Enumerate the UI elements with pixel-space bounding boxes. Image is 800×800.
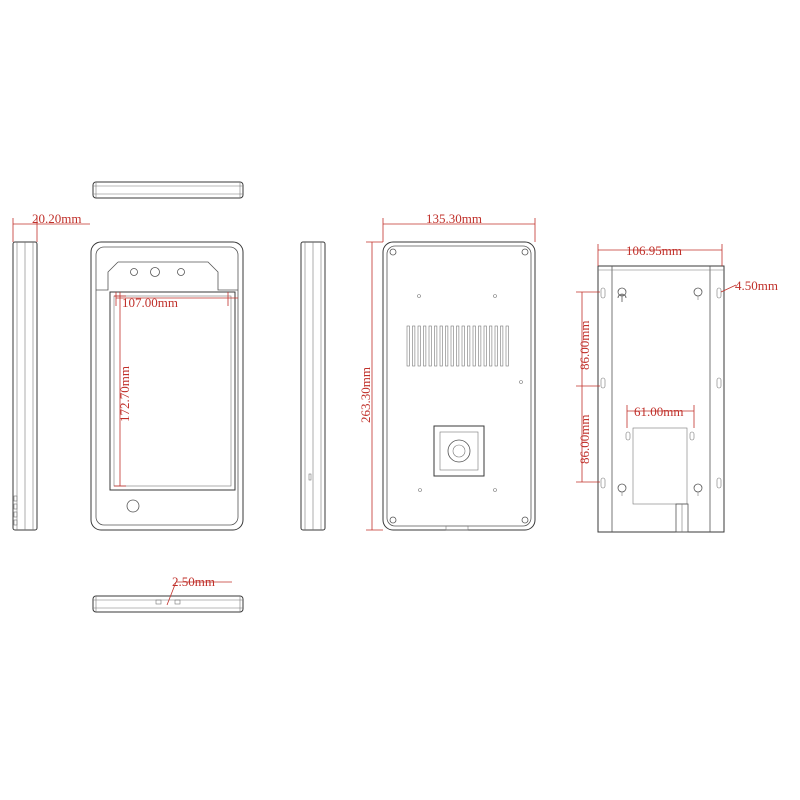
bracket-upper-pitch-label: 86.00mm — [577, 321, 592, 370]
front-view — [90, 241, 244, 531]
vent-slot — [456, 325, 460, 367]
bracket-view — [597, 265, 725, 533]
vent-slot — [467, 325, 471, 367]
vent-slot — [417, 325, 421, 367]
vent-slot — [445, 325, 449, 367]
left-side-view — [12, 241, 38, 531]
camera-icon — [150, 267, 160, 277]
vent-slot — [434, 325, 438, 367]
bracket-pitch-dimension — [576, 291, 600, 483]
screen — [109, 291, 236, 491]
bracket-width-dimension — [597, 244, 723, 266]
screw-icon — [389, 516, 397, 524]
thickness-dimension — [12, 218, 90, 242]
mount-plate — [433, 425, 485, 477]
screen-height-dimension — [114, 292, 126, 487]
bracket-hole-leader — [720, 284, 737, 293]
bracket-inner-width-dimension — [626, 405, 695, 428]
top-view — [92, 181, 244, 199]
vent-grille — [406, 325, 509, 367]
screen-width-dimension — [115, 292, 238, 306]
bottom-view — [92, 581, 244, 613]
screen-height-label: 172.70mm — [117, 366, 132, 422]
vent-slot — [423, 325, 427, 367]
vent-slot — [472, 325, 476, 367]
vent-slot — [450, 325, 454, 367]
vent-slot — [505, 325, 509, 367]
back-view — [382, 241, 536, 531]
screw-icon — [389, 248, 397, 256]
bracket-inner-width-label: 61.00mm — [634, 404, 683, 419]
vent-slot — [478, 325, 482, 367]
vent-slot — [483, 325, 487, 367]
vent-slot — [428, 325, 432, 367]
thickness-label: 20.20mm — [32, 211, 81, 226]
sensor-icon — [130, 268, 138, 276]
bracket-width-label: 106.95mm — [626, 243, 682, 258]
right-side-view — [300, 241, 326, 531]
back-height-label: 263.30mm — [358, 367, 373, 423]
bracket-lower-pitch-label: 86.00mm — [577, 415, 592, 464]
bracket-hole-label: 4.50mm — [735, 278, 778, 293]
fingerprint-icon — [126, 499, 140, 513]
vent-slot — [500, 325, 504, 367]
vent-slot — [406, 325, 410, 367]
vent-slot — [489, 325, 493, 367]
hole-diameter-label: 2.50mm — [172, 574, 215, 589]
vent-slot — [439, 325, 443, 367]
screen-width-label: 107.00mm — [122, 295, 178, 310]
vent-slot — [494, 325, 498, 367]
back-width-dimension — [382, 218, 536, 242]
vent-slot — [461, 325, 465, 367]
screw-icon — [521, 516, 529, 524]
screw-icon — [521, 248, 529, 256]
sensor-icon — [177, 268, 185, 276]
back-height-dimension — [366, 241, 383, 531]
back-width-label: 135.30mm — [426, 211, 482, 226]
vent-slot — [412, 325, 416, 367]
